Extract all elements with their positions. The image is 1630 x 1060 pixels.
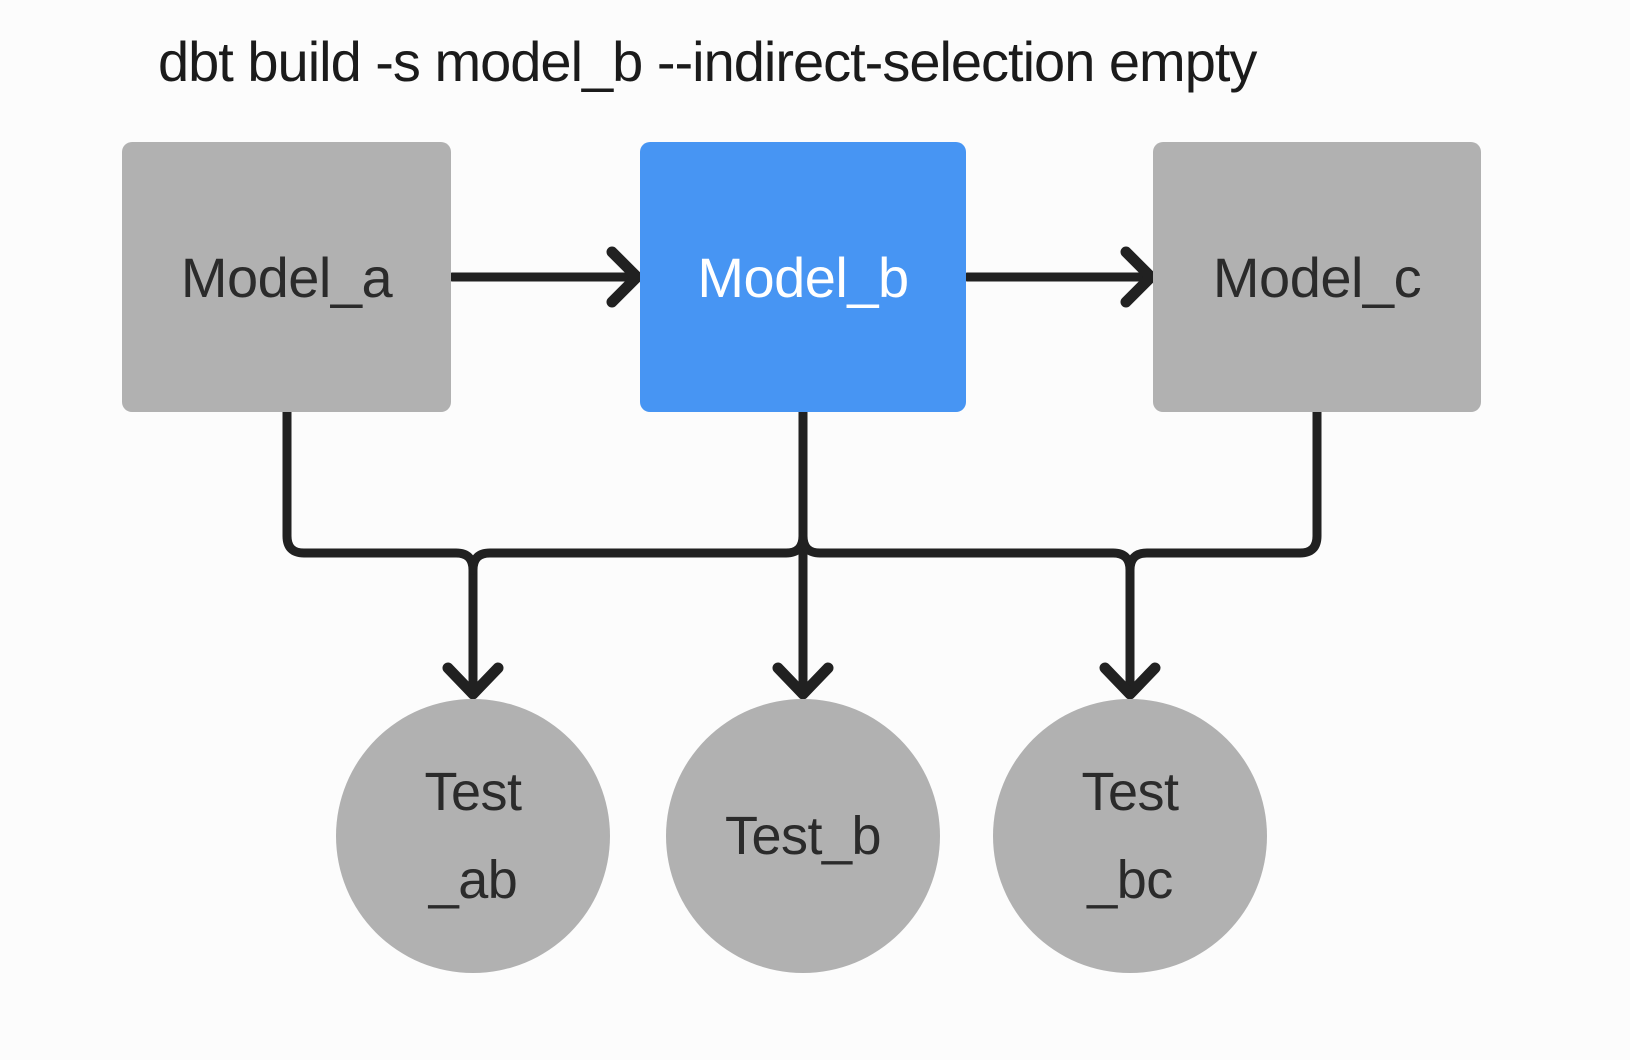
node-test-b-label: Test_b	[724, 806, 882, 866]
node-test-bc-label-line1: Test	[1081, 762, 1179, 822]
node-model-c-label: Model_c	[1212, 245, 1422, 309]
node-model-b-selected: Model_b	[640, 142, 966, 412]
node-test-ab-label-line2: _ab	[428, 850, 518, 910]
node-model-b-label: Model_b	[697, 245, 909, 309]
edge-model-a-to-test-ab	[282, 407, 478, 695]
node-test-ab-label-line1: Test	[424, 762, 522, 822]
node-test-ab: Test _ab	[336, 699, 610, 973]
diagram-title: dbt build -s model_b --indirect-selectio…	[158, 30, 1257, 93]
node-test-bc: Test _bc	[993, 699, 1267, 973]
arrowhead-test-ab-icon	[442, 662, 504, 700]
arrowhead-test-bc-icon	[1099, 662, 1161, 700]
node-model-c: Model_c	[1153, 142, 1481, 412]
node-model-a-label: Model_a	[180, 245, 393, 309]
node-test-bc-label-line2: _bc	[1087, 850, 1173, 910]
edge-model-b-to-test-ab	[468, 407, 808, 575]
arrowhead-model-b-icon	[606, 246, 643, 308]
node-test-b: Test_b	[666, 699, 940, 973]
edge-model-b-to-test-bc	[798, 531, 1135, 695]
arrowhead-model-c-icon	[1120, 246, 1157, 308]
node-model-a: Model_a	[122, 142, 451, 412]
arrowhead-test-b-icon	[772, 662, 834, 700]
edge-model-c-to-test-bc	[1125, 407, 1322, 575]
